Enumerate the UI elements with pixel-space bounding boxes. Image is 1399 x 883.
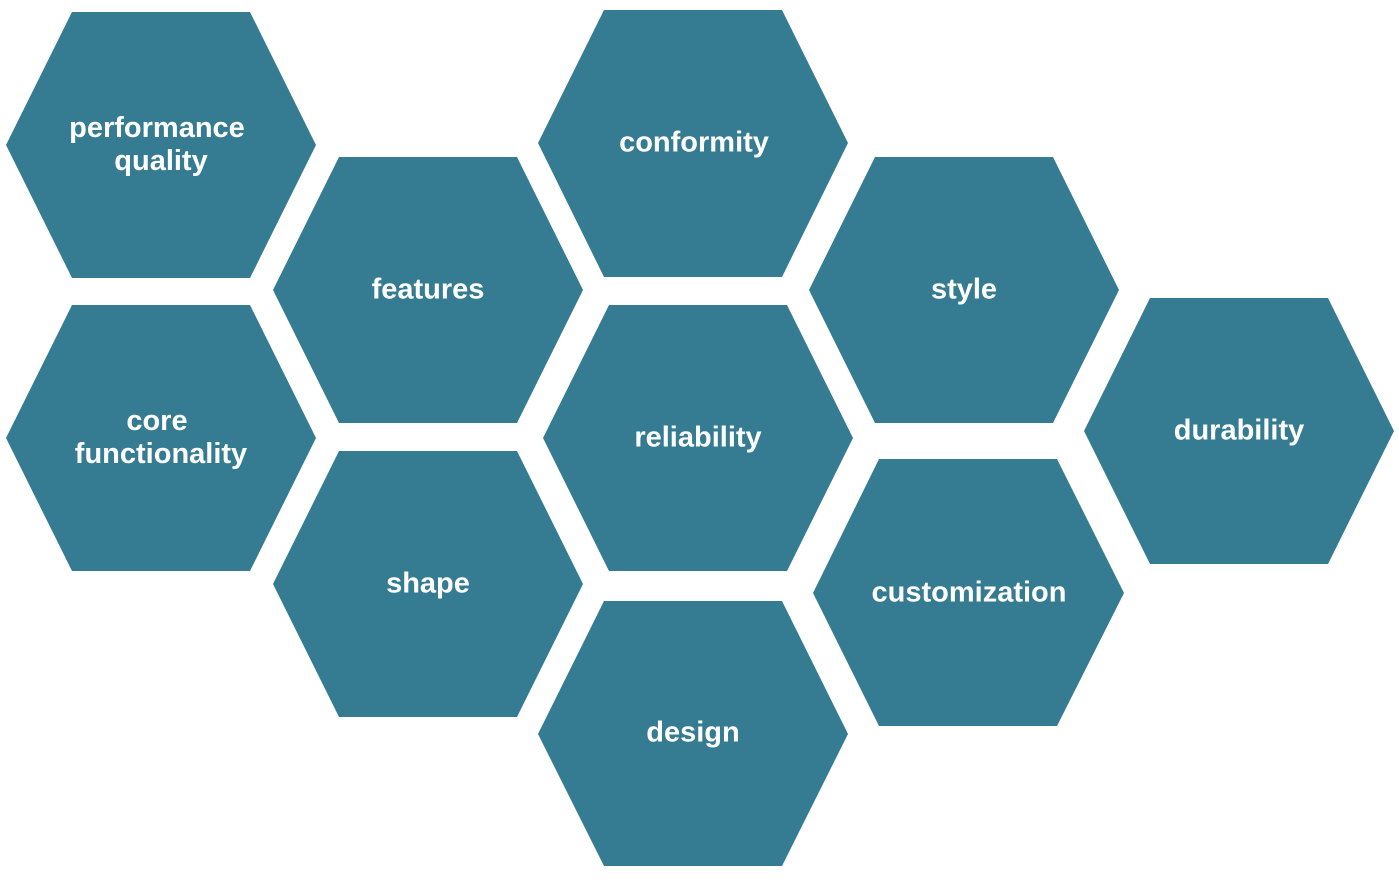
hex-label: reliability <box>634 422 761 454</box>
hex-label-line: performance <box>69 112 245 144</box>
hex-conformity: conformity <box>538 10 848 277</box>
hex-shape <box>1084 298 1394 564</box>
hex-shape <box>273 157 583 423</box>
hex-shape <box>543 305 853 571</box>
hex-label: durability <box>1174 415 1305 447</box>
hex-shape <box>273 451 583 717</box>
hex-shape <box>6 12 316 278</box>
hex-shape-concept: shape <box>273 451 583 717</box>
hex-features: features <box>273 157 583 423</box>
hex-durability: durability <box>1084 298 1394 564</box>
hex-label: performance quality <box>69 112 253 177</box>
hex-label: features <box>372 274 485 306</box>
hex-customization: customization <box>813 459 1124 726</box>
hex-performance-quality: performance quality <box>6 12 316 278</box>
hex-label: shape <box>386 568 470 600</box>
hex-label-line: quality <box>114 145 207 177</box>
hex-shape <box>809 157 1119 423</box>
hex-shape <box>538 601 848 866</box>
hex-label: conformity <box>619 127 769 159</box>
hex-style: style <box>809 157 1119 423</box>
hex-core-functionality: core functionality <box>6 305 316 571</box>
hex-label: design <box>646 717 739 749</box>
hex-shape <box>813 459 1124 726</box>
hex-label: style <box>931 274 997 306</box>
hex-label: core functionality <box>75 405 247 470</box>
hex-label-line: core <box>126 405 187 437</box>
hex-shape <box>538 10 848 277</box>
hex-reliability: reliability <box>543 305 853 571</box>
hex-label-line: functionality <box>75 438 247 470</box>
hex-shape <box>6 305 316 571</box>
hex-design: design <box>538 601 848 866</box>
hex-label: customization <box>872 577 1067 609</box>
